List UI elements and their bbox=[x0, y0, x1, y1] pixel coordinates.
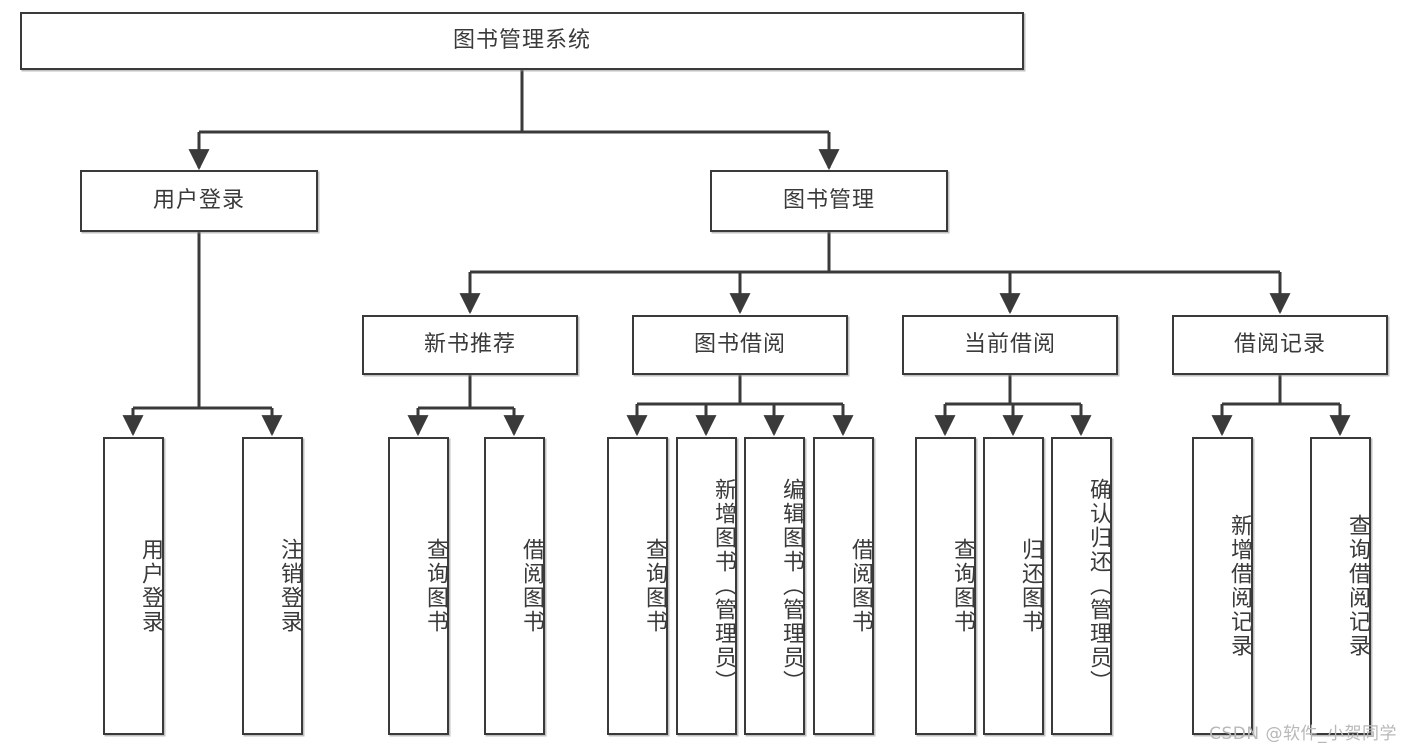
node-label: 新书推荐 bbox=[423, 332, 516, 358]
node-current-borrowing[interactable]: 当前借阅 bbox=[902, 315, 1118, 375]
node-new-book-recommendation[interactable]: 新书推荐 bbox=[362, 315, 578, 375]
node-label: 查询图书 bbox=[950, 538, 975, 634]
node-label: 借阅图书 bbox=[519, 538, 544, 634]
node-label: 注销登录 bbox=[277, 538, 302, 634]
node-label: 编辑图书（管理员） bbox=[779, 478, 804, 694]
leaf-query-book-recommendation[interactable]: 查询图书 bbox=[388, 437, 449, 735]
node-label: 查询图书 bbox=[423, 538, 448, 634]
leaf-return-book[interactable]: 归还图书 bbox=[983, 437, 1044, 735]
node-book-borrowing[interactable]: 图书借阅 bbox=[632, 315, 848, 375]
node-label: 新增借阅记录 bbox=[1227, 514, 1252, 658]
node-borrowing-record[interactable]: 借阅记录 bbox=[1172, 315, 1388, 375]
node-label: 借阅记录 bbox=[1233, 332, 1326, 358]
node-label: 借阅图书 bbox=[848, 538, 873, 634]
leaf-logout[interactable]: 注销登录 bbox=[242, 437, 303, 735]
leaf-borrow-book-recommendation[interactable]: 借阅图书 bbox=[484, 437, 545, 735]
leaf-confirm-return-admin[interactable]: 确认归还（管理员） bbox=[1051, 437, 1112, 735]
leaf-edit-book-admin[interactable]: 编辑图书（管理员） bbox=[744, 437, 805, 735]
node-label: 图书管理 bbox=[782, 188, 875, 214]
node-label: 图书借阅 bbox=[693, 332, 786, 358]
leaf-user-login[interactable]: 用户登录 bbox=[103, 437, 164, 735]
node-label: 当前借阅 bbox=[963, 332, 1056, 358]
leaf-add-book-admin[interactable]: 新增图书（管理员） bbox=[676, 437, 737, 735]
leaf-query-borrowing-record[interactable]: 查询借阅记录 bbox=[1310, 437, 1371, 735]
leaf-add-borrowing-record[interactable]: 新增借阅记录 bbox=[1192, 437, 1253, 735]
leaf-query-book-borrowing[interactable]: 查询图书 bbox=[607, 437, 668, 735]
node-label: 归还图书 bbox=[1018, 538, 1043, 634]
leaf-query-book-current[interactable]: 查询图书 bbox=[915, 437, 976, 735]
node-root-book-management-system[interactable]: 图书管理系统 bbox=[20, 12, 1024, 70]
node-label: 新增图书（管理员） bbox=[711, 478, 736, 694]
node-label: 查询借阅记录 bbox=[1345, 514, 1370, 658]
node-label: 查询图书 bbox=[642, 538, 667, 634]
node-label: 用户登录 bbox=[138, 538, 163, 634]
node-label: 确认归还（管理员） bbox=[1086, 478, 1111, 694]
node-label: 用户登录 bbox=[152, 188, 245, 214]
node-book-management[interactable]: 图书管理 bbox=[710, 170, 948, 232]
leaf-borrow-book-borrowing[interactable]: 借阅图书 bbox=[813, 437, 874, 735]
node-user-login[interactable]: 用户登录 bbox=[80, 170, 318, 232]
node-label: 图书管理系统 bbox=[452, 28, 591, 54]
